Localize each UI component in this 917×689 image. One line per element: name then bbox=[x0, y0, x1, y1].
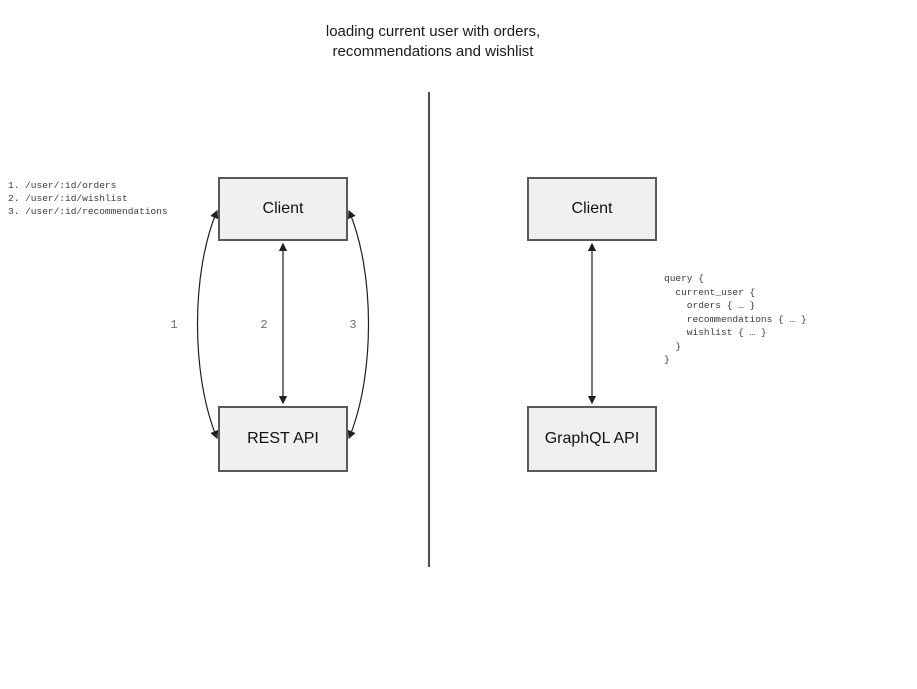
rest-api-label: REST API bbox=[247, 430, 319, 447]
page-title: loading current user with orders, recomm… bbox=[325, 23, 541, 60]
arrow-label-2: 2 bbox=[260, 318, 268, 332]
rest-client-box: Client bbox=[218, 177, 348, 241]
rest-endpoint-list: 1. /user/:id/orders 2. /user/:id/wishlis… bbox=[8, 180, 168, 217]
rest-api-box: REST API bbox=[218, 406, 348, 472]
rest-client-label: Client bbox=[262, 200, 304, 217]
graphql-query-snippet: query { current_user { orders { … } reco… bbox=[664, 273, 807, 365]
arrow-label-3: 3 bbox=[349, 318, 357, 332]
graphql-api-label: GraphQL API bbox=[544, 430, 640, 447]
graphql-client-box: Client bbox=[527, 177, 657, 241]
graphql-client-label: Client bbox=[571, 200, 613, 217]
graphql-api-box: GraphQL API bbox=[527, 406, 657, 472]
rest-arrow-1-orders bbox=[196, 209, 219, 440]
arrow-label-1: 1 bbox=[170, 318, 178, 332]
